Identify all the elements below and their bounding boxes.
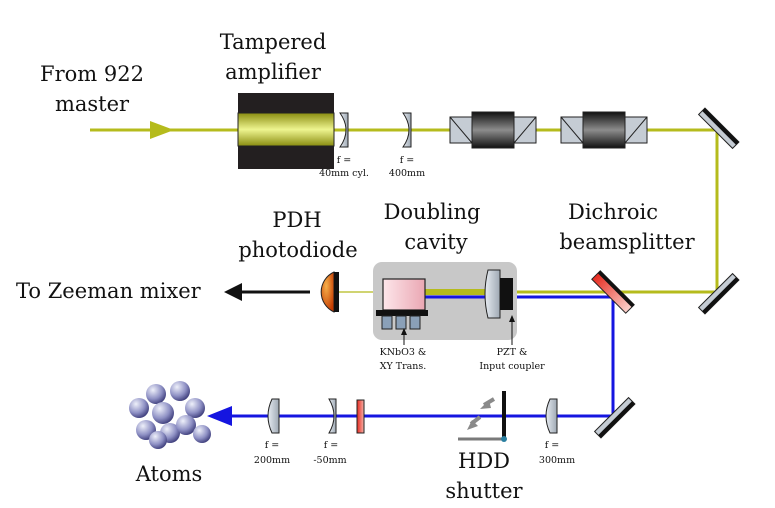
knbo3-label-2: XY Trans. [380, 361, 427, 372]
dichroic-beamsplitter [591, 270, 635, 314]
mirror-right-lower [697, 272, 740, 315]
doubling-label-2: cavity [404, 230, 467, 254]
lens-200-label-2: 200mm [254, 455, 290, 466]
mirror-bottom-right [593, 396, 636, 439]
pdh-label-2: photodiode [238, 238, 357, 262]
zeeman-arrow [224, 283, 242, 301]
dichroic-label-1: Dichroic [568, 200, 658, 224]
tampered-label-1: Tampered [220, 30, 327, 54]
pdh-label-1: PDH [272, 208, 321, 232]
lens-m50-label-2: -50mm [313, 455, 346, 466]
lens-300-label-2: 300mm [539, 455, 575, 466]
tampered-label-2: amplifier [225, 60, 322, 84]
lens-400-label-2: 400mm [389, 168, 425, 179]
input-arrow [150, 121, 174, 139]
red-filter [356, 399, 365, 434]
to-zeeman-label: To Zeeman mixer [16, 279, 202, 303]
knbo3-pointer-head [401, 328, 407, 335]
knbo3-crystal [376, 278, 428, 330]
hdd-shutter [458, 391, 507, 442]
tampered-amplifier [237, 93, 335, 169]
pzt-input-coupler [484, 269, 513, 319]
pzt-label-1: PZT & [497, 347, 528, 358]
atoms-label: Atoms [135, 462, 203, 486]
pzt-label-2: Input coupler [479, 361, 545, 372]
lens-m50-label-1: f = [324, 440, 339, 451]
lens-200mm [267, 398, 280, 434]
hdd-label-1: HDD [458, 449, 510, 473]
optical-isolator-1 [449, 111, 537, 149]
lens-cyl-label-2: 40mm cyl. [319, 168, 369, 179]
pdh-photodiode [320, 271, 339, 313]
doubling-label-1: Doubling [384, 200, 481, 224]
lens-300-label-1: f = [545, 440, 560, 451]
cylindrical-lens [339, 112, 349, 148]
output-arrow [207, 406, 232, 426]
from-922-label-1: From 922 [40, 62, 144, 86]
knbo3-label-1: KNbO3 & [380, 347, 427, 358]
lens-400-label-1: f = [400, 155, 415, 166]
pzt-pointer-head [509, 315, 515, 322]
lens-200-label-1: f = [265, 440, 280, 451]
lens-300mm [545, 398, 558, 434]
optical-isolator-2 [560, 111, 648, 149]
atoms-cloud [129, 381, 211, 449]
lens-cyl-label-1: f = [337, 155, 352, 166]
mirror-top-right [697, 107, 740, 150]
lens-minus-50mm [328, 398, 337, 434]
from-922-label-2: master [55, 92, 130, 116]
dichroic-label-2: beamsplitter [559, 230, 695, 254]
lens-400mm [402, 112, 412, 148]
hdd-label-2: shutter [445, 479, 523, 503]
